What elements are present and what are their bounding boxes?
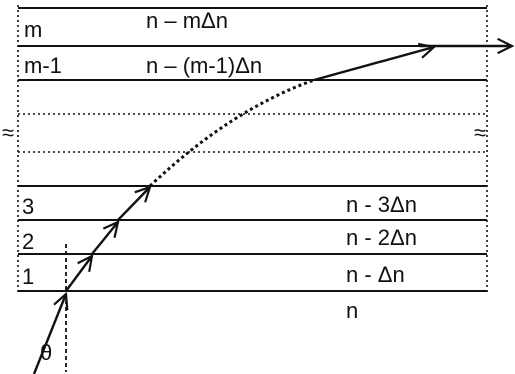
ray-segment-layer-2	[91, 222, 118, 255]
ray-segment-layer-1	[65, 256, 92, 292]
layer-label-3: 3	[22, 194, 34, 219]
ray-dotted-curve	[148, 78, 315, 188]
layer-label-m-1: m-1	[24, 53, 62, 78]
layer-label-m: m	[24, 17, 42, 42]
ray-segment-layer-m-1	[313, 47, 434, 82]
layer-label-1: 1	[22, 264, 34, 289]
base-index-label: n	[346, 298, 358, 323]
layer-index-2: n - 2Δn	[346, 225, 417, 250]
layer-index-m: n – mΔn	[146, 8, 228, 33]
layer-label-2: 2	[22, 229, 34, 254]
angle-theta-label: θ	[40, 340, 52, 365]
ray-segment-layer-3	[117, 187, 150, 221]
layer-index-m-1: n – (m-1)Δn	[146, 53, 262, 78]
incident-ray	[32, 294, 66, 374]
layer-index-3: n - 3Δn	[346, 192, 417, 217]
break-symbol-left: ≈	[2, 120, 14, 145]
break-symbol-right: ≈	[474, 120, 486, 145]
layer-index-1: n - Δn	[346, 262, 405, 287]
